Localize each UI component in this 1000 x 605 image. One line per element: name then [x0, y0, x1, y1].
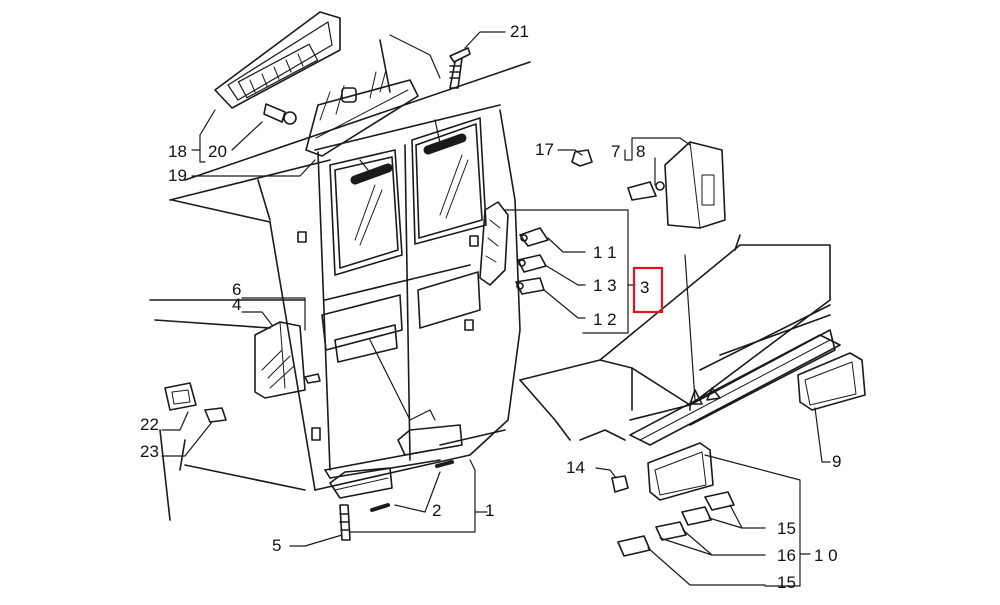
rear-bumper-bar — [629, 334, 841, 446]
part-10-rear-lamp — [647, 442, 714, 501]
label-14: 14 — [566, 458, 585, 477]
label-18: 18 — [168, 142, 187, 161]
bulb-12 — [515, 277, 545, 295]
bulb-15-lower — [617, 535, 651, 557]
label-12: 1 2 — [593, 310, 617, 329]
part-19-lamp-lens — [305, 69, 419, 157]
label-9: 9 — [832, 452, 841, 471]
label-22: 22 — [140, 415, 159, 434]
label-10: 1 0 — [814, 546, 838, 565]
part-22-connector — [164, 382, 197, 411]
part-7-clearance-lamp — [664, 141, 726, 229]
part-18-third-brake-lamp — [214, 11, 341, 109]
flatbed-outline — [519, 234, 836, 441]
part-8-bulb — [627, 181, 665, 201]
part-17-nut — [571, 149, 593, 167]
bulb-16 — [655, 521, 687, 541]
van-body-outline — [149, 39, 531, 521]
label-11: 1 1 — [593, 243, 617, 262]
label-2: 2 — [432, 501, 441, 520]
part-21-screw — [449, 47, 471, 89]
label-19: 19 — [168, 166, 187, 185]
bulb-13 — [517, 254, 547, 273]
label-3: 3 — [640, 278, 649, 297]
label-7: 7 — [611, 142, 620, 161]
part-3-side-marker-lamp — [479, 201, 509, 286]
part-20-bulb — [263, 103, 297, 125]
label-13: 1 3 — [593, 276, 617, 295]
label-5: 5 — [272, 536, 281, 555]
part-14-nut — [611, 475, 629, 493]
part-9-rear-lamp — [797, 352, 866, 411]
label-23: 23 — [140, 442, 159, 461]
leader-lines — [161, 31, 831, 587]
part-1-plate-lamp-right — [397, 424, 463, 456]
bulb-15-upper-b — [681, 506, 712, 526]
part-lamp-fixing-screw — [304, 373, 321, 384]
label-4: 4 — [232, 295, 241, 314]
label-20: 20 — [208, 142, 227, 161]
part-5-screw — [339, 504, 351, 541]
label-15-upper: 15 — [777, 519, 796, 538]
callout-labels: 21 18 20 19 6 4 22 23 5 2 1 17 7 8 1 1 1… — [140, 22, 841, 592]
bulb-11 — [519, 227, 549, 247]
label-15-lower: 15 — [777, 573, 796, 592]
label-16: 16 — [777, 546, 796, 565]
part-4-tail-lamp-left — [254, 321, 306, 399]
label-21: 21 — [510, 22, 529, 41]
highlight-box-part-3 — [632, 266, 664, 314]
label-6: 6 — [232, 280, 241, 299]
label-17: 17 — [535, 140, 554, 159]
bulb-15-upper-a — [704, 491, 735, 511]
part-2-lens-strip-b — [435, 460, 454, 468]
label-8: 8 — [636, 142, 645, 161]
part-1-plate-lamp-left — [329, 467, 393, 499]
label-1: 1 — [485, 501, 494, 520]
part-23-clip — [204, 407, 227, 423]
part-2-lens-strip-a — [370, 503, 390, 512]
